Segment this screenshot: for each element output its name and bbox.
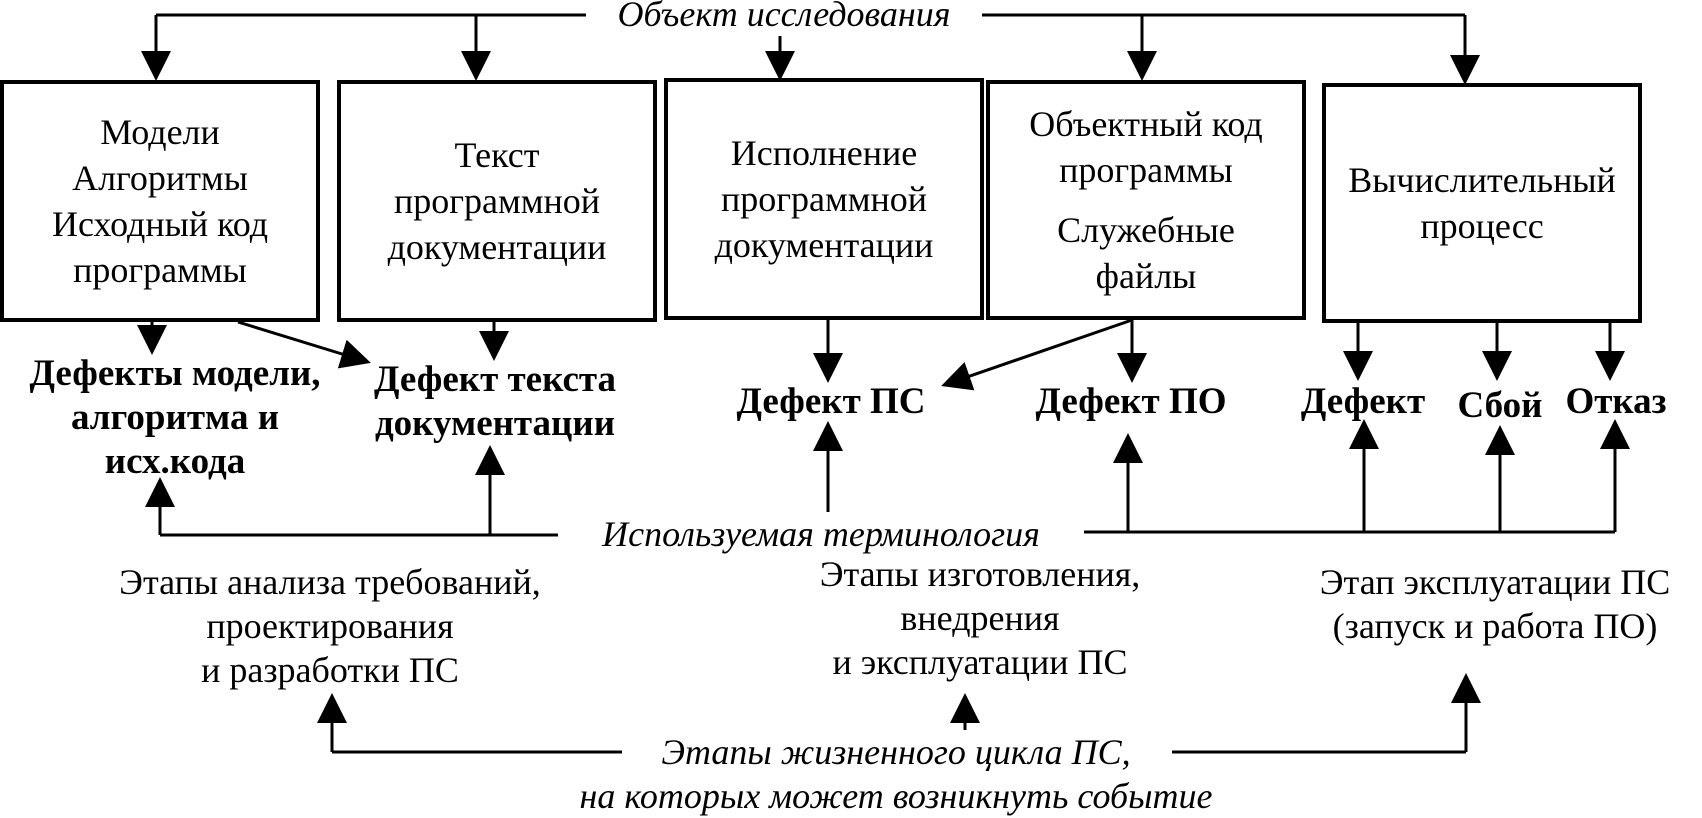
models-algorithms-box: Модели Алгоритмы Исходный код программы	[0, 80, 320, 322]
stage-analysis-label: Этапы анализа требований, проектирования…	[119, 562, 541, 690]
box-line: программной	[720, 179, 928, 219]
stage-manufacture-label: Этапы изготовления, внедрения и эксплуат…	[819, 554, 1141, 682]
box-line: программной	[393, 181, 601, 221]
box-line: Модели	[100, 112, 220, 152]
defect-ps-label: Дефект ПС	[736, 381, 926, 422]
defect-doc-text-label: Дефект текста документации	[373, 359, 617, 444]
box-line: Исходный код	[51, 204, 269, 244]
lifecycle-stages-label: Этапы жизненного цикла ПС, на которых мо…	[579, 730, 1213, 816]
box-line: файлы	[1095, 256, 1197, 296]
box-line: Алгоритмы	[72, 158, 248, 198]
terminology-label: Используемая терминология	[558, 512, 1084, 556]
arrow-box4-defect-ps	[941, 318, 1133, 391]
failure-label: Сбой	[1457, 385, 1543, 426]
box-line: Служебные	[1057, 210, 1235, 250]
computational-process-box: Вычислительный процесс	[1322, 83, 1642, 323]
program-doc-text-box: Текст программной документации	[337, 80, 657, 322]
box-line: Текст	[454, 135, 540, 175]
defect-po-label: Дефект ПО	[1035, 381, 1227, 422]
stage-operation-label: Этап эксплуатации ПС (запуск и работа ПО…	[1319, 562, 1671, 646]
box-line: Исполнение	[730, 133, 918, 173]
box-line: Объектный код	[1029, 104, 1263, 144]
program-doc-execution-box: Исполнение программной документации	[664, 78, 984, 320]
refusal-label: Отказ	[1565, 381, 1667, 422]
box-line: документации	[714, 225, 934, 265]
defect-model-label: Дефекты модели, алгоритма и исх.кода	[29, 353, 321, 482]
box-line: программы	[73, 250, 247, 290]
box-line: процесс	[1420, 206, 1544, 246]
research-object-label: Объект исследования	[586, 0, 982, 36]
arrow-box1-defect-doc	[237, 320, 371, 369]
box-line: документации	[387, 227, 607, 267]
object-code-box: Объектный код программы Служебные файлы	[986, 80, 1306, 320]
defect-label: Дефект	[1300, 381, 1426, 422]
box-line: Вычислительный	[1348, 160, 1616, 200]
box-line: программы	[1059, 150, 1233, 190]
